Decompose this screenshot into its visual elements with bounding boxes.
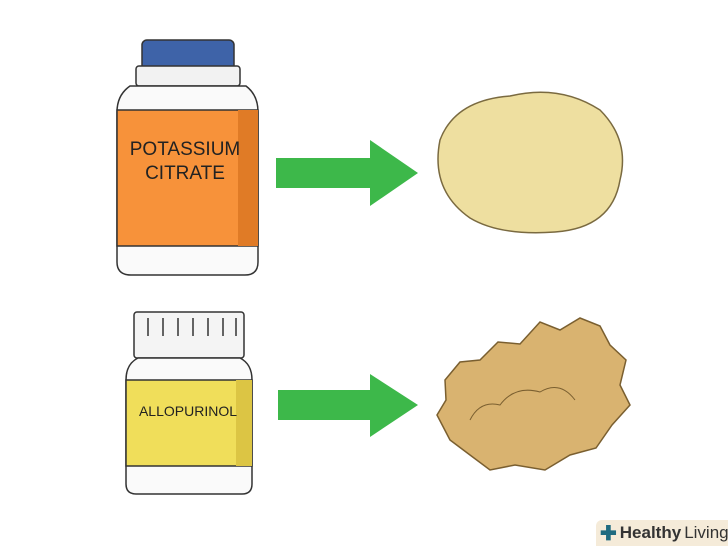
arrow-right-icon-2 — [278, 374, 418, 437]
plus-leaf-icon: ✚ — [600, 522, 617, 545]
healthy-living-watermark: ✚ Healthy Living — [596, 520, 728, 546]
potassium-citrate-bottle — [116, 39, 259, 276]
label-line-2: CITRATE — [145, 163, 225, 184]
label-line-1: POTASSIUM — [129, 139, 241, 160]
arrow-right-icon — [276, 140, 418, 206]
smooth-kidney-stone — [437, 91, 624, 234]
watermark-bold: Healthy — [619, 523, 682, 542]
allopurinol-bottle — [125, 311, 253, 495]
bottle1-label: POTASSIUM CITRATE — [120, 138, 250, 186]
bottle2-label: ALLOPURINOL — [138, 403, 238, 419]
rough-kidney-stone — [436, 317, 631, 471]
watermark-regular: Living — [684, 523, 728, 542]
